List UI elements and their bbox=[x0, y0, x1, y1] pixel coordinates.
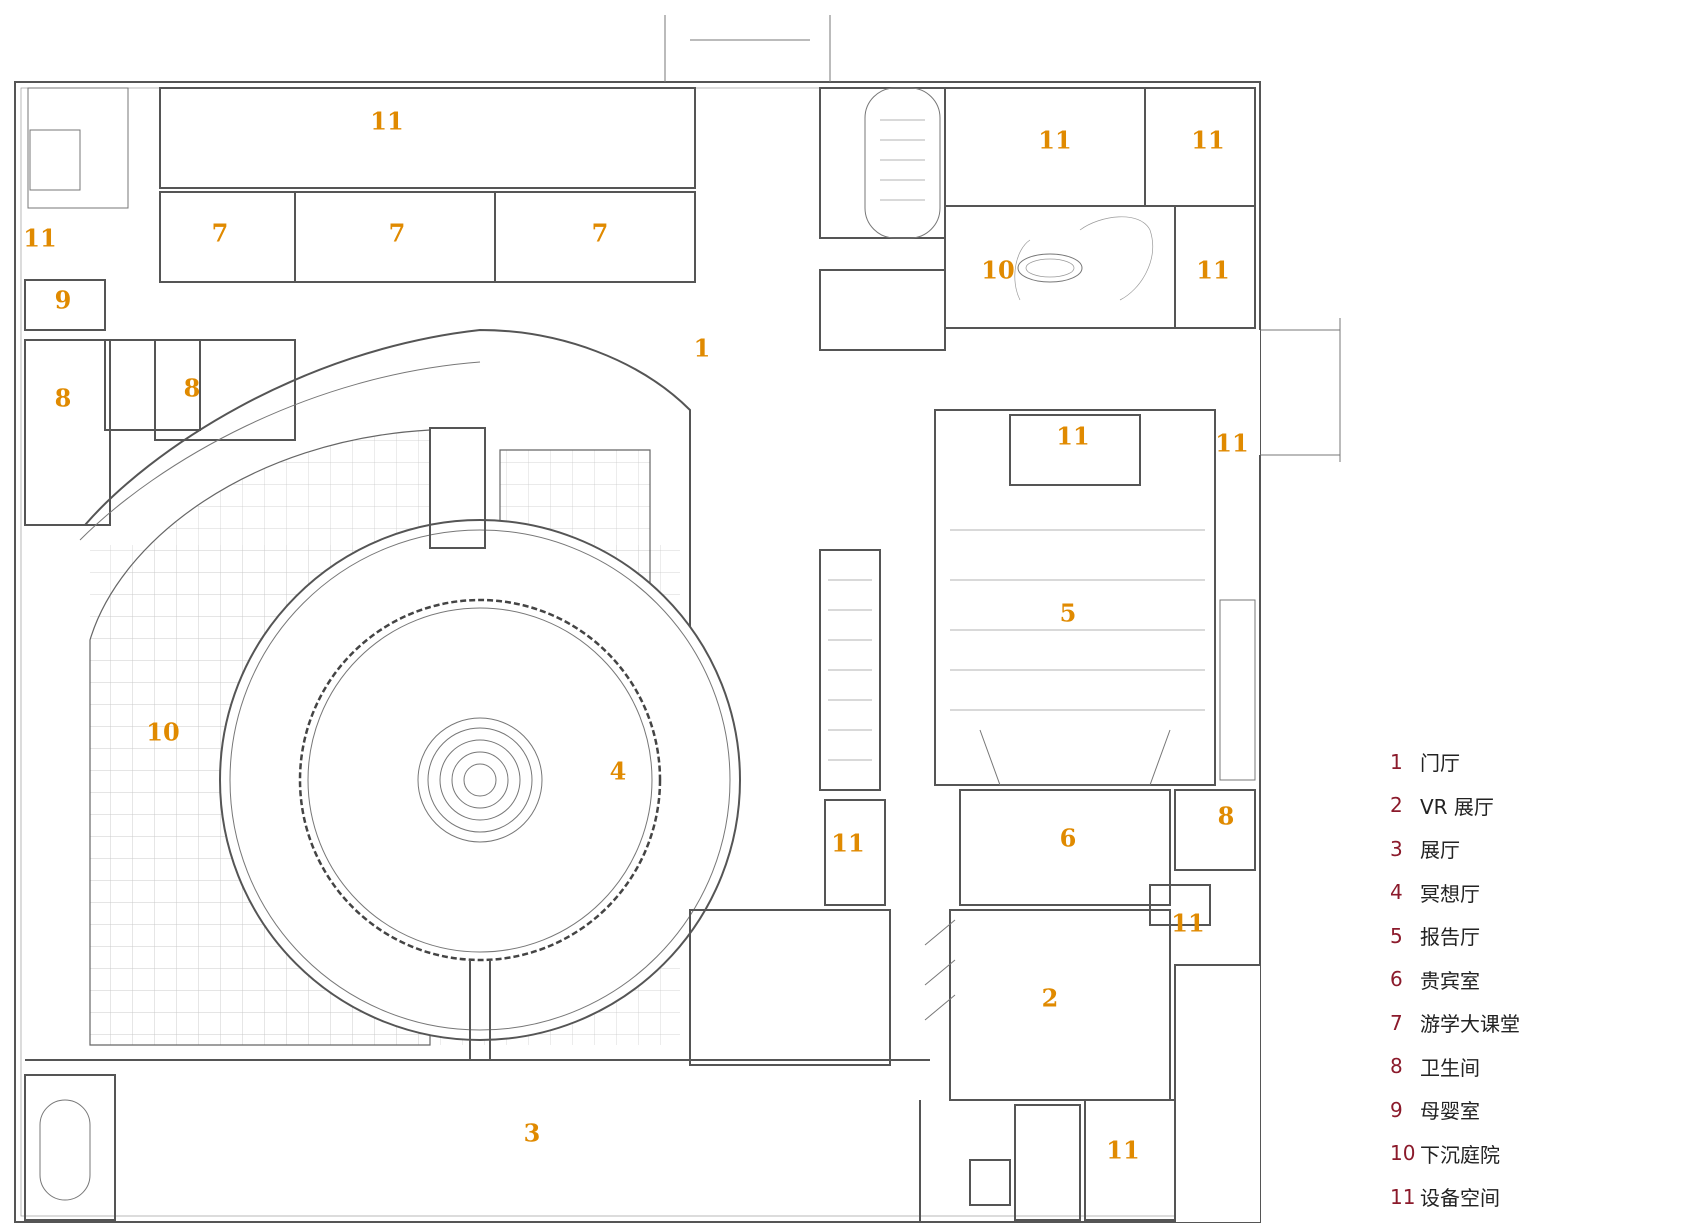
legend-item: 2 VR 展厅 bbox=[1390, 784, 1690, 828]
legend-item: 7 游学大课堂 bbox=[1390, 1001, 1690, 1045]
room-label-11d: 11 bbox=[1191, 126, 1224, 155]
room-label-11b: 11 bbox=[23, 224, 56, 253]
legend-number: 4 bbox=[1390, 880, 1403, 905]
legend-item: 9 母婴室 bbox=[1390, 1088, 1690, 1132]
room-label-10b: 10 bbox=[981, 256, 1014, 285]
room-label-11j: 11 bbox=[1106, 1136, 1139, 1165]
legend-text: 设备空间 bbox=[1420, 1186, 1500, 1211]
room-label-4: 4 bbox=[610, 757, 627, 786]
room-label-7a: 7 bbox=[212, 219, 229, 248]
room-label-11i: 11 bbox=[1171, 909, 1204, 938]
legend-text: 贵宾室 bbox=[1420, 968, 1480, 993]
room-label-1: 1 bbox=[694, 334, 711, 363]
stair-north bbox=[29, 87, 941, 239]
room-label-11f: 11 bbox=[1056, 422, 1089, 451]
room-label-10a: 10 bbox=[146, 718, 179, 747]
lecture-hall-walls bbox=[934, 409, 1256, 786]
legend-text: 展厅 bbox=[1420, 838, 1460, 863]
room-label-8c: 8 bbox=[1218, 802, 1235, 831]
legend-item: 8 卫生间 bbox=[1390, 1045, 1690, 1089]
south-east-rooms bbox=[924, 789, 1256, 1221]
north-east-rooms bbox=[819, 87, 1256, 351]
central-hall-walls bbox=[79, 328, 741, 1060]
outer-walls bbox=[14, 15, 1341, 1223]
legend-text: 冥想厅 bbox=[1420, 881, 1480, 906]
legend-item: 3 展厅 bbox=[1390, 827, 1690, 871]
legend-number: 10 bbox=[1390, 1141, 1416, 1166]
legend: 1 门厅 2 VR 展厅 3 展厅 4 冥想厅 5 报告厅 6 贵宾室 7 游学大课堂 8 卫生… bbox=[1390, 740, 1690, 1219]
legend-number: 1 bbox=[1390, 749, 1403, 774]
legend-number: 7 bbox=[1390, 1010, 1403, 1035]
room-label-7c: 7 bbox=[592, 219, 609, 248]
room-label-11a: 11 bbox=[370, 107, 403, 136]
legend-number: 11 bbox=[1390, 1184, 1416, 1209]
room-label-3: 3 bbox=[524, 1119, 541, 1148]
legend-number: 6 bbox=[1390, 967, 1403, 992]
legend-number: 2 bbox=[1390, 793, 1403, 818]
legend-text: 下沉庭院 bbox=[1420, 1142, 1500, 1167]
bottom-rooms bbox=[24, 1059, 930, 1222]
room-label-11g: 11 bbox=[1215, 429, 1248, 458]
legend-number: 5 bbox=[1390, 923, 1403, 948]
legend-item: 5 报告厅 bbox=[1390, 914, 1690, 958]
room-label-9: 9 bbox=[55, 286, 72, 315]
legend-text: 母婴室 bbox=[1420, 1099, 1480, 1124]
legend-text: 报告厅 bbox=[1420, 925, 1480, 950]
room-label-8a: 8 bbox=[55, 384, 72, 413]
room-label-8b: 8 bbox=[184, 374, 201, 403]
room-label-6: 6 bbox=[1060, 824, 1077, 853]
room-label-11e: 11 bbox=[1196, 256, 1229, 285]
room-label-11c: 11 bbox=[1038, 126, 1071, 155]
legend-item: 6 贵宾室 bbox=[1390, 958, 1690, 1002]
legend-item: 1 门厅 bbox=[1390, 740, 1690, 784]
legend-number: 3 bbox=[1390, 836, 1403, 861]
legend-number: 9 bbox=[1390, 1097, 1403, 1122]
room-label-7b: 7 bbox=[389, 219, 406, 248]
room-label-5: 5 bbox=[1060, 599, 1077, 628]
legend-number: 8 bbox=[1390, 1054, 1403, 1079]
top-rooms bbox=[24, 87, 696, 526]
legend-text: VR 展厅 bbox=[1420, 794, 1494, 819]
legend-text: 游学大课堂 bbox=[1420, 1012, 1520, 1037]
room-label-2: 2 bbox=[1042, 984, 1059, 1013]
legend-text: 门厅 bbox=[1420, 751, 1460, 776]
center-stairs bbox=[689, 549, 891, 1066]
room-labels: 1 2 3 4 5 6 7 7 7 8 8 8 9 10 10 11 11 11… bbox=[23, 107, 1248, 1165]
legend-item: 4 冥想厅 bbox=[1390, 871, 1690, 915]
legend-text: 卫生间 bbox=[1420, 1055, 1480, 1080]
room-label-11h: 11 bbox=[831, 829, 864, 858]
